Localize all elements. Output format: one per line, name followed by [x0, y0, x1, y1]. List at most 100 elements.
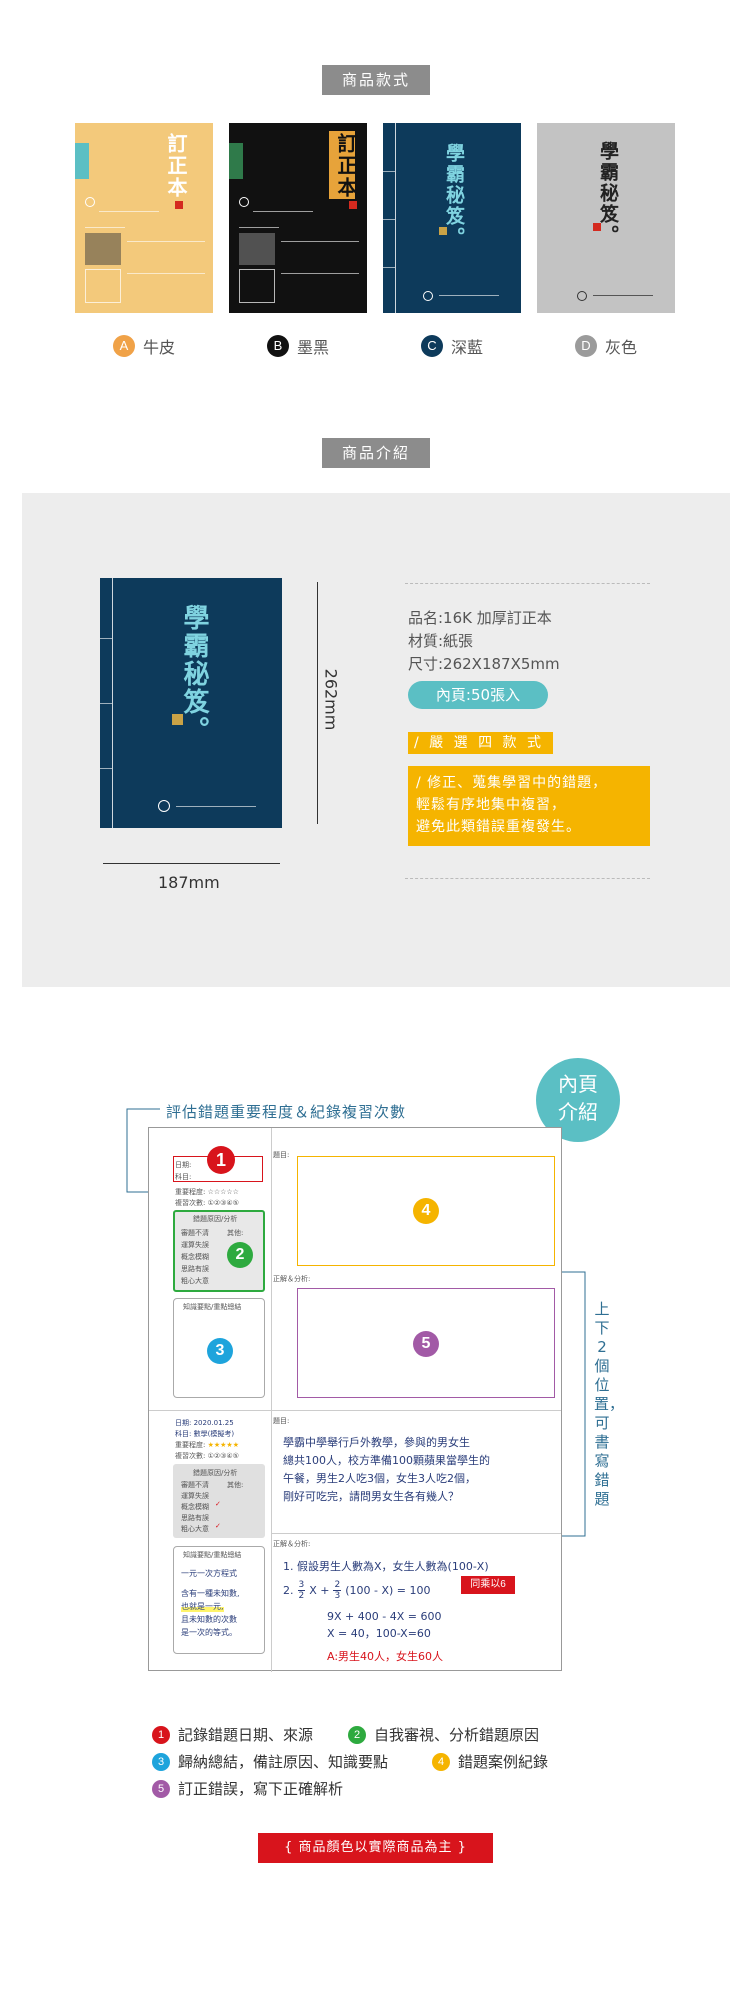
answer-label: 正解＆分析:	[273, 1275, 311, 1283]
summary-line: 含有一種未知數,	[181, 1589, 240, 1598]
answer-final: A:男生40人，女生60人	[327, 1650, 444, 1663]
marker-1: 1	[207, 1146, 235, 1174]
fraction-numerator: 3	[297, 1580, 306, 1591]
answer-line-2: 2. 3 2 X + 2 3 (100 - X) = 100	[283, 1580, 431, 1601]
other-label: 其他:	[227, 1229, 244, 1237]
brand-logo-icon	[239, 197, 249, 207]
marker-2: 2	[227, 1242, 253, 1268]
fraction: 2 3	[333, 1580, 342, 1601]
reason-item: 運算失誤	[181, 1492, 209, 1500]
feature-tag: / 嚴 選 四 款 式	[408, 732, 553, 754]
badge-a: A	[113, 335, 135, 357]
feature-line: / 修正、蒐集學習中的錯題，	[416, 775, 608, 791]
question-line: 總共100人，校方準備100顆蘋果當學生的	[283, 1454, 490, 1467]
fraction-denominator: 3	[334, 1591, 341, 1601]
marker-4: 4	[413, 1198, 439, 1224]
question-line: 午餐，男生2人吃3個，女生3人吃2個，	[283, 1472, 476, 1485]
badge-c: C	[421, 335, 443, 357]
legend-text: 錯題案例紀錄	[458, 1753, 549, 1771]
style-card-gray[interactable]: 學霸秘笈。	[537, 123, 675, 313]
question-line: 學霸中學舉行戶外教學，參與的男女生	[283, 1436, 470, 1449]
answer-box	[297, 1288, 555, 1398]
card-title: 訂正本	[164, 133, 188, 199]
reason-item: 思路有誤	[181, 1265, 209, 1273]
style-name: 牛皮	[143, 338, 176, 357]
product-book-image: 學霸秘笈。	[100, 578, 282, 828]
legend-text: 訂正錯誤，寫下正確解析	[178, 1780, 344, 1798]
badge-line: 內頁	[558, 1072, 598, 1096]
reason-item: 概念模糊	[181, 1253, 209, 1261]
reason-item: 概念模糊	[181, 1503, 209, 1511]
seal-icon	[439, 227, 447, 235]
marker-5: 5	[413, 1331, 439, 1357]
fraction-denominator: 2	[298, 1591, 305, 1601]
brand-logo-icon	[423, 291, 433, 301]
reason-item: 粗心大意	[181, 1525, 209, 1533]
review-label: 複習次數:	[175, 1199, 206, 1207]
reason-header: 錯題原因/分析	[193, 1469, 238, 1477]
style-name: 灰色	[605, 338, 638, 357]
check-mark-icon: ✓	[215, 1500, 221, 1508]
reason-header: 錯題原因/分析	[193, 1215, 238, 1223]
card-stripe	[75, 143, 89, 179]
summary-line: 也就是一元,	[181, 1601, 224, 1612]
answer-line: 1. 假設男生人數為X，女生人數為(100-X)	[283, 1560, 489, 1573]
style-name: 墨黑	[297, 338, 330, 357]
filled-importance-row: 重要程度: ★★★★★	[175, 1441, 239, 1449]
summary-line: 且未知數的次數	[181, 1615, 237, 1624]
spec-material: 材質:紙張	[408, 632, 474, 650]
style-card-navy[interactable]: 學霸秘笈。	[383, 123, 521, 313]
style-label-a: A 牛皮	[113, 334, 175, 358]
check-mark-icon: ✓	[215, 1522, 221, 1530]
fraction: 3 2	[297, 1580, 306, 1601]
question-line: 剛好可吃完，請問男女生各有幾人？	[283, 1490, 459, 1503]
feature-line: 避免此類錯誤重複發生。	[416, 819, 581, 835]
legend-text: 記錄錯題日期、來源	[178, 1726, 314, 1744]
legend-badge: 3	[152, 1752, 170, 1771]
importance-row: 重要程度: ☆☆☆☆☆	[175, 1188, 239, 1196]
reason-item: 粗心大意	[181, 1277, 209, 1285]
filled-subject: 科目: 數學(模擬考)	[175, 1430, 235, 1438]
height-dimension-line	[317, 582, 318, 824]
answer-line: X = 40，100-X=60	[327, 1627, 431, 1640]
badge-line: 介紹	[558, 1100, 598, 1124]
style-card-kraft[interactable]: 訂正本	[75, 123, 213, 313]
book-title: 學霸秘笈。	[179, 604, 209, 744]
inner-page-sheet: 日期: 科目: 1 重要程度: ☆☆☆☆☆ 複習次數: ①②③④⑤ 錯題原因/分…	[148, 1127, 562, 1672]
summary-line: 是一次的等式。	[181, 1628, 237, 1637]
reason-item: 審題不清	[181, 1229, 209, 1237]
filled-review-row: 複習次數: ①②③④⑤	[175, 1452, 239, 1460]
badge-b: B	[267, 335, 289, 357]
style-card-black[interactable]: 訂正本	[229, 123, 367, 313]
answer-line: 9X + 400 - 4X = 600	[327, 1610, 442, 1623]
seal-icon	[175, 201, 183, 209]
filled-reason-box	[173, 1464, 265, 1538]
pages-pill: 內頁:50張入	[408, 681, 548, 709]
width-dimension-line	[103, 863, 280, 864]
side-note: 上下2個位置，可書寫錯題	[594, 1300, 625, 1508]
legend-badge: 5	[152, 1779, 170, 1798]
legend-item-5: 5 訂正錯誤，寫下正確解析	[152, 1778, 343, 1799]
x-plus: X +	[309, 1584, 330, 1597]
card-stripe	[229, 143, 243, 179]
style-label-c: C 深藍	[421, 334, 483, 358]
summary-header: 知識要點/重點總結	[183, 1303, 242, 1311]
summary-header: 知識要點/重點總結	[183, 1551, 242, 1559]
divider	[405, 878, 650, 879]
color-notice: { 商品顏色以實際商品為主 }	[258, 1833, 493, 1863]
importance-label: 重要程度:	[175, 1188, 206, 1196]
width-label: 187mm	[158, 873, 220, 892]
styles-section-tag: 商品款式	[322, 65, 430, 95]
style-label-b: B 墨黑	[267, 334, 329, 358]
seal-icon	[593, 223, 601, 231]
legend-item-2: 2 自我審視、分析錯題原因	[348, 1724, 539, 1745]
filled-summary-box	[173, 1546, 265, 1654]
multiply-tag: 同乘以6	[461, 1576, 515, 1594]
card-title: 學霸秘笈。	[443, 143, 465, 248]
legend-item-1: 1 記錄錯題日期、來源	[152, 1724, 313, 1745]
review-row: 複習次數: ①②③④⑤	[175, 1199, 239, 1207]
feature-box: / 修正、蒐集學習中的錯題， 輕鬆有序地集中複習， 避免此類錯誤重複發生。	[408, 766, 650, 846]
reason-item: 審題不清	[181, 1481, 209, 1489]
feature-line: 輕鬆有序地集中複習，	[416, 797, 566, 813]
